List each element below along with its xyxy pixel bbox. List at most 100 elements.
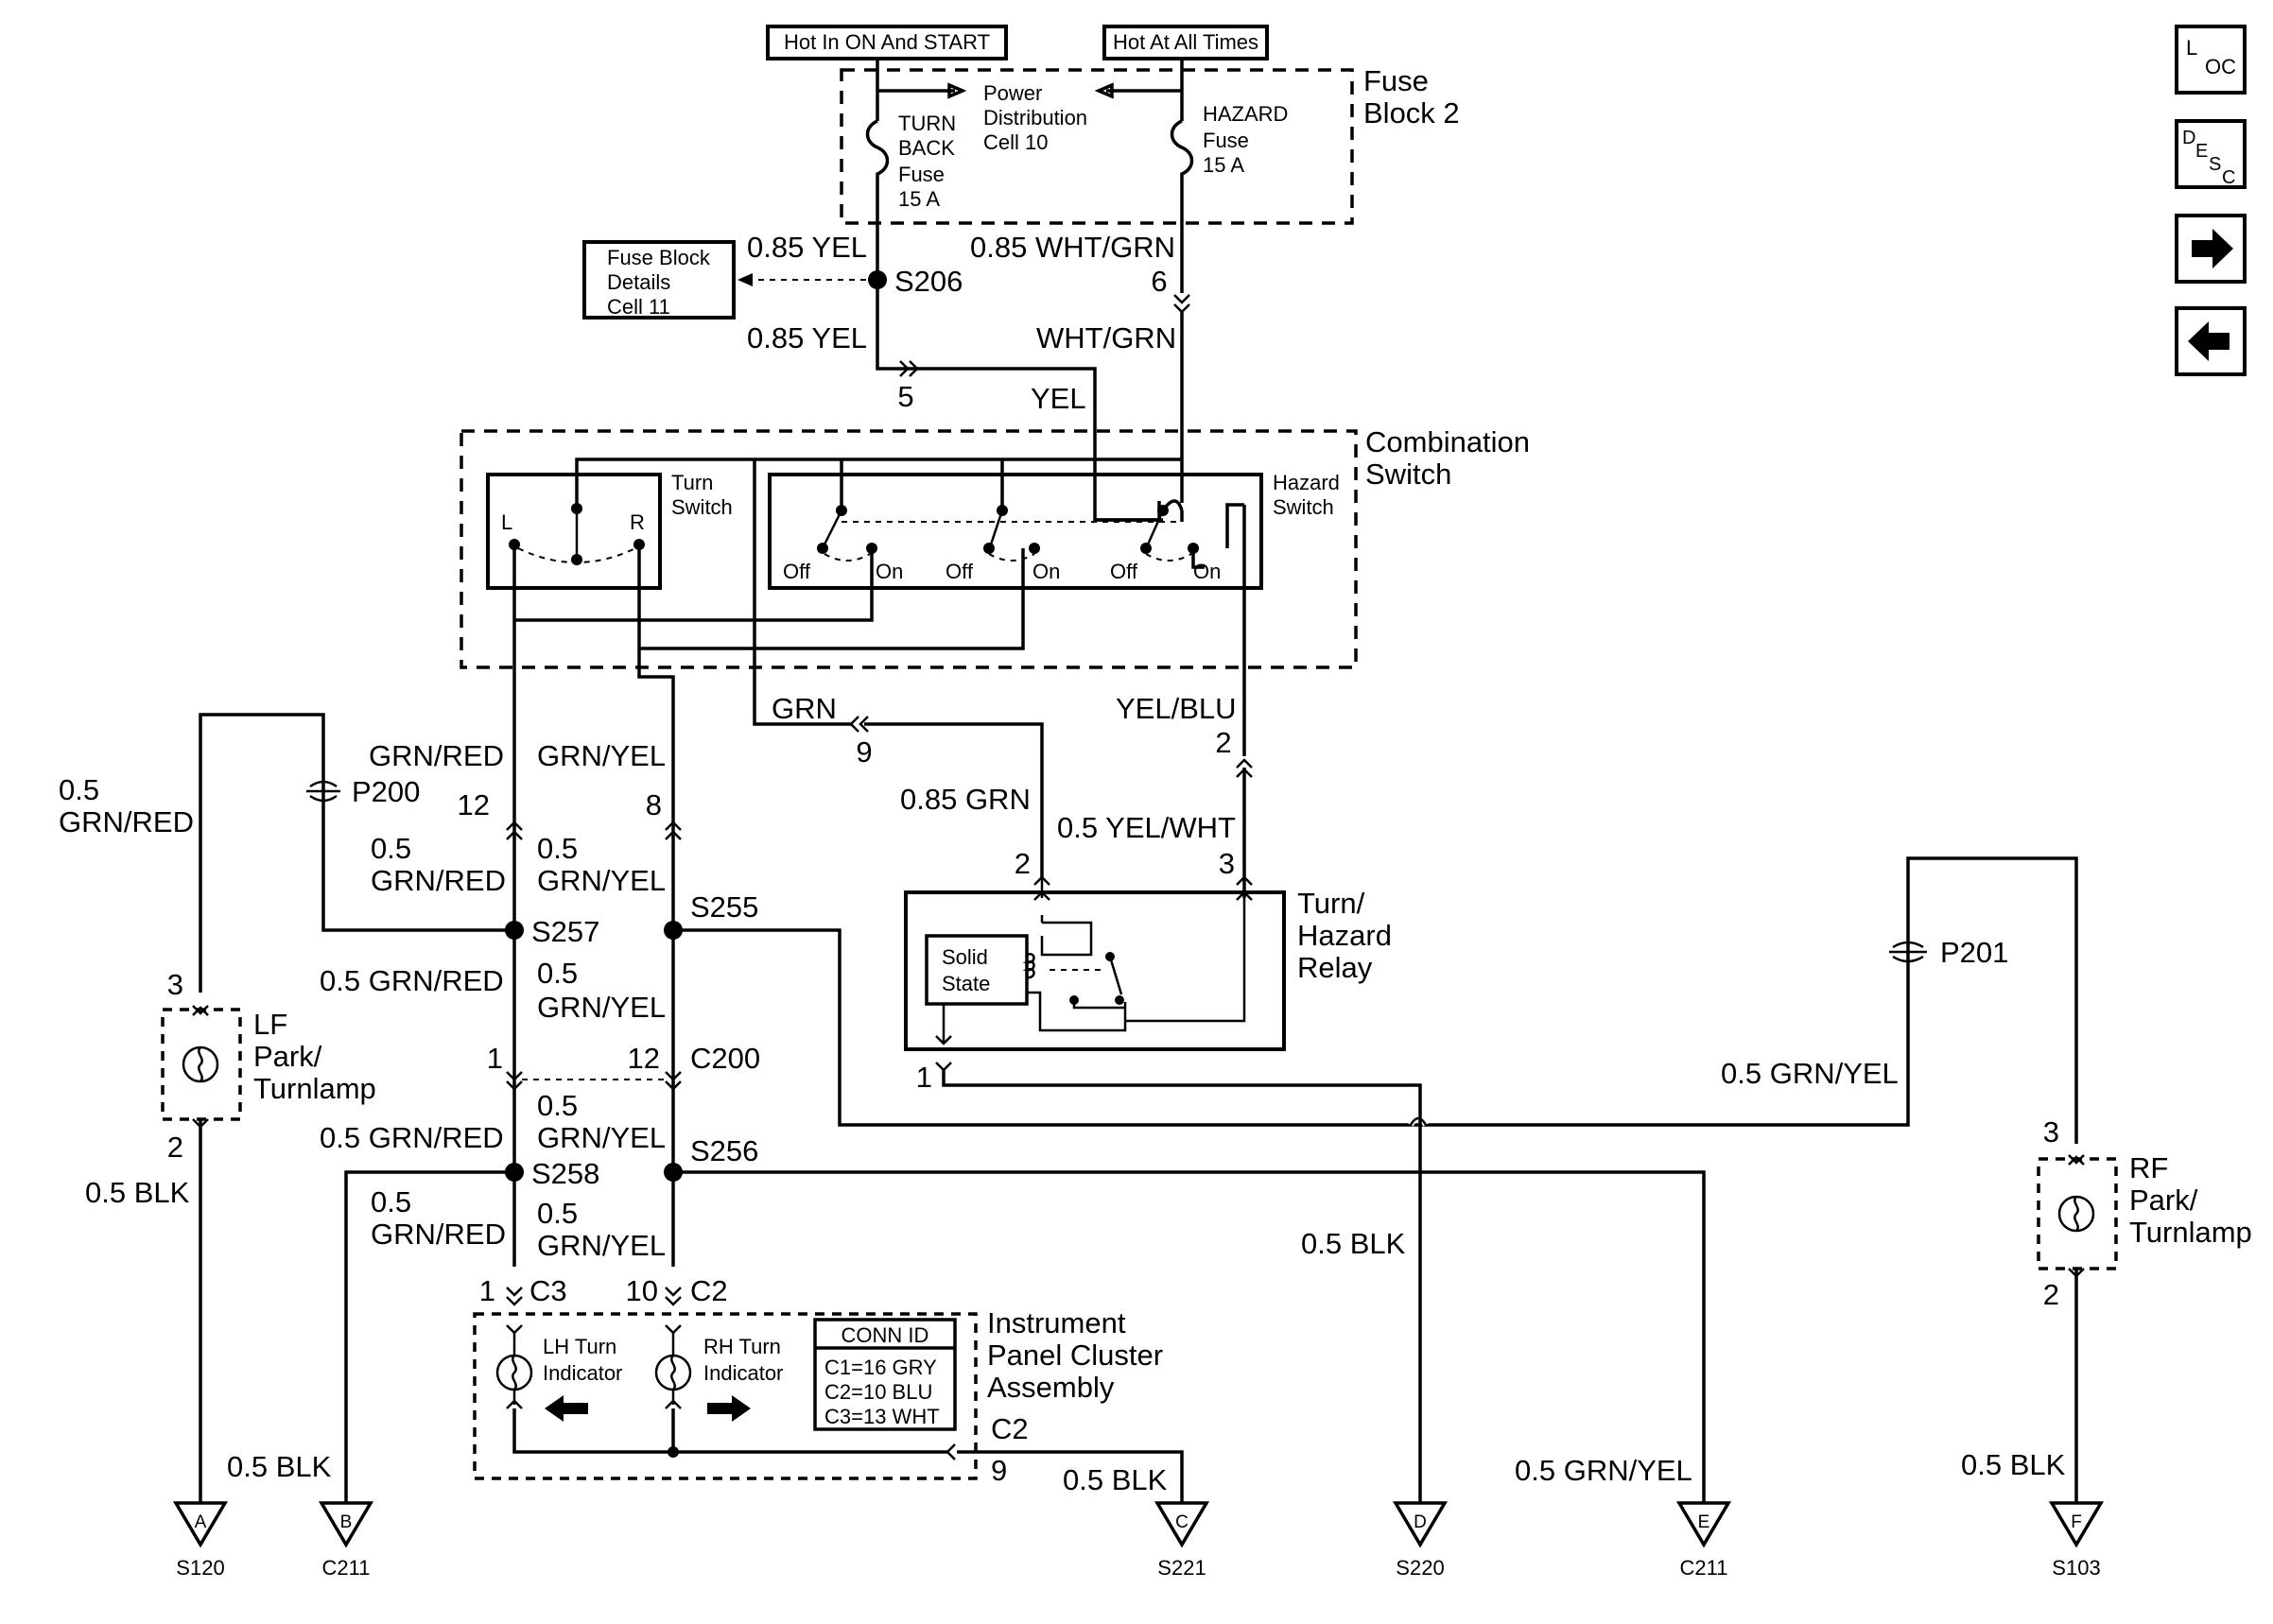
svg-text:S221: S221 — [1157, 1556, 1206, 1580]
svg-text:Indicator: Indicator — [543, 1361, 622, 1385]
svg-text:Switch: Switch — [671, 495, 733, 519]
svg-text:C3=13 WHT: C3=13 WHT — [824, 1405, 940, 1428]
svg-text:LH Turn: LH Turn — [543, 1335, 616, 1358]
turn-hazard-relay: Solid State Turn/ Hazard Relay — [904, 879, 1392, 1051]
svg-text:S120: S120 — [176, 1556, 224, 1580]
wire-label: GRN/YEL — [537, 739, 666, 772]
loc-button[interactable]: L OC — [2175, 25, 2247, 95]
svg-text:Switch: Switch — [1273, 495, 1334, 519]
svg-text:RH Turn: RH Turn — [703, 1335, 781, 1358]
wire-label: GRN — [772, 692, 837, 725]
svg-text:Off: Off — [1110, 560, 1138, 583]
p200-label: P200 — [352, 775, 420, 808]
rf-park-turnlamp: 3 2 RF Park/ Turnlamp — [2037, 1115, 2252, 1311]
splice-s257 — [505, 921, 524, 940]
turn-r-out — [637, 544, 1025, 650]
yel-wire — [876, 280, 1161, 522]
svg-text:Panel Cluster: Panel Cluster — [987, 1339, 1163, 1372]
wire-label: GRN/RED — [371, 1218, 506, 1251]
lf-park-turnlamp: 3 2 LF Park/ Turnlamp — [161, 968, 376, 1164]
cluster-ground-bus — [512, 1408, 947, 1454]
svg-text:Park/: Park/ — [253, 1040, 322, 1073]
wire-label: 0.5 BLK — [1961, 1448, 2066, 1481]
previous-page-button[interactable] — [2175, 306, 2247, 376]
pin-label: 2 — [1015, 847, 1031, 880]
svg-text:Off: Off — [783, 560, 811, 583]
wire-label: 0.5 BLK — [1063, 1463, 1168, 1496]
svg-text:Block 2: Block 2 — [1363, 96, 1460, 130]
p200-connector — [306, 780, 340, 803]
svg-text:On: On — [1032, 560, 1060, 583]
arrow-left-icon — [2188, 321, 2230, 361]
svg-text:E: E — [2195, 141, 2208, 162]
next-page-button[interactable] — [2175, 214, 2247, 284]
svg-text:Switch: Switch — [1365, 458, 1451, 491]
svg-text:E: E — [1698, 1512, 1710, 1532]
svg-text:C: C — [2222, 167, 2235, 188]
details-ref-arrow — [737, 273, 753, 286]
s257-label: S257 — [531, 915, 599, 948]
wire-label: GRN/YEL — [537, 1229, 666, 1262]
wire-label: 0.5 GRN/YEL — [1515, 1454, 1692, 1487]
wire-label: YEL — [1031, 382, 1086, 415]
wire-label: 0.85 GRN — [900, 783, 1031, 816]
wire-label: WHT/GRN — [1036, 321, 1176, 354]
grn-wire-relay — [864, 722, 1044, 879]
wire-label: 0.85 WHT/GRN — [970, 231, 1175, 264]
wire-label: 0.5 YEL/WHT — [1057, 811, 1236, 844]
connector-chevron — [506, 821, 682, 840]
grnyel-to-e — [673, 1170, 1706, 1503]
wire-label: GRN/YEL — [537, 991, 666, 1024]
svg-text:Off: Off — [946, 560, 974, 583]
wire-label: 0.5 BLK — [85, 1176, 190, 1209]
pin-label: 3 — [1219, 847, 1235, 880]
wire-label: 0.5 GRN/RED — [320, 964, 504, 997]
connector-chevron — [899, 360, 919, 377]
pin-label: C3 — [529, 1274, 567, 1307]
relay-ground-wire — [942, 1068, 1422, 1503]
wire-label: 0.5 — [537, 957, 578, 990]
svg-text:Turn: Turn — [671, 471, 713, 494]
svg-text:State: State — [942, 972, 990, 995]
hot-all-times-label: Hot At All Times — [1102, 25, 1269, 60]
pin-label: 1 — [479, 1274, 495, 1307]
svg-text:LF: LF — [253, 1008, 287, 1041]
hazard-fuse — [1170, 119, 1194, 293]
svg-text:Park/: Park/ — [2129, 1183, 2198, 1217]
pin-label: 10 — [626, 1274, 658, 1307]
ground-ref-e: E C211 — [1675, 1501, 1732, 1580]
svg-text:Hazard: Hazard — [1273, 471, 1340, 494]
hazard-out — [1225, 503, 1244, 548]
s258-label: S258 — [531, 1157, 599, 1190]
pin-label: C2 — [991, 1412, 1029, 1445]
wire-label: GRN/RED — [369, 739, 504, 772]
svg-text:D: D — [2182, 128, 2195, 148]
svg-text:L: L — [2186, 36, 2197, 60]
desc-button[interactable]: D E S C — [2175, 119, 2247, 189]
grn-wire — [753, 459, 853, 726]
ground-ref-f: F S103 — [2048, 1501, 2105, 1580]
instrument-panel-cluster: Instrument Panel Cluster Assembly — [473, 1306, 1163, 1480]
grnred-to-b — [344, 1170, 514, 1503]
svg-text:C2=10 BLU: C2=10 BLU — [824, 1380, 932, 1404]
pin-label: 2 — [1215, 726, 1231, 759]
ground-ref-d: D S220 — [1392, 1501, 1449, 1580]
connector-chevron — [1033, 875, 1253, 886]
turn-back-fuse — [865, 119, 890, 280]
svg-text:S103: S103 — [2052, 1556, 2100, 1580]
wire-label: GRN/YEL — [537, 1121, 666, 1154]
svg-text:D: D — [1414, 1512, 1427, 1532]
svg-text:Assembly: Assembly — [987, 1371, 1115, 1404]
wire-label: 0.5 BLK — [1301, 1227, 1406, 1260]
hazard-feed — [840, 459, 1184, 512]
conn-id-table: CONN ID C1=16 GRY C2=10 BLU C3=13 WHT — [813, 1318, 957, 1431]
wire-label: 0.5 — [371, 1185, 411, 1218]
svg-text:15 A: 15 A — [898, 187, 940, 211]
svg-text:3: 3 — [167, 968, 183, 1001]
wire-label: 0.5 — [537, 1089, 578, 1122]
connector-chevron — [506, 1071, 682, 1091]
pin-label: 8 — [646, 788, 662, 821]
svg-text:Cell 11: Cell 11 — [607, 295, 670, 319]
svg-text:Cell 10: Cell 10 — [983, 130, 1048, 154]
